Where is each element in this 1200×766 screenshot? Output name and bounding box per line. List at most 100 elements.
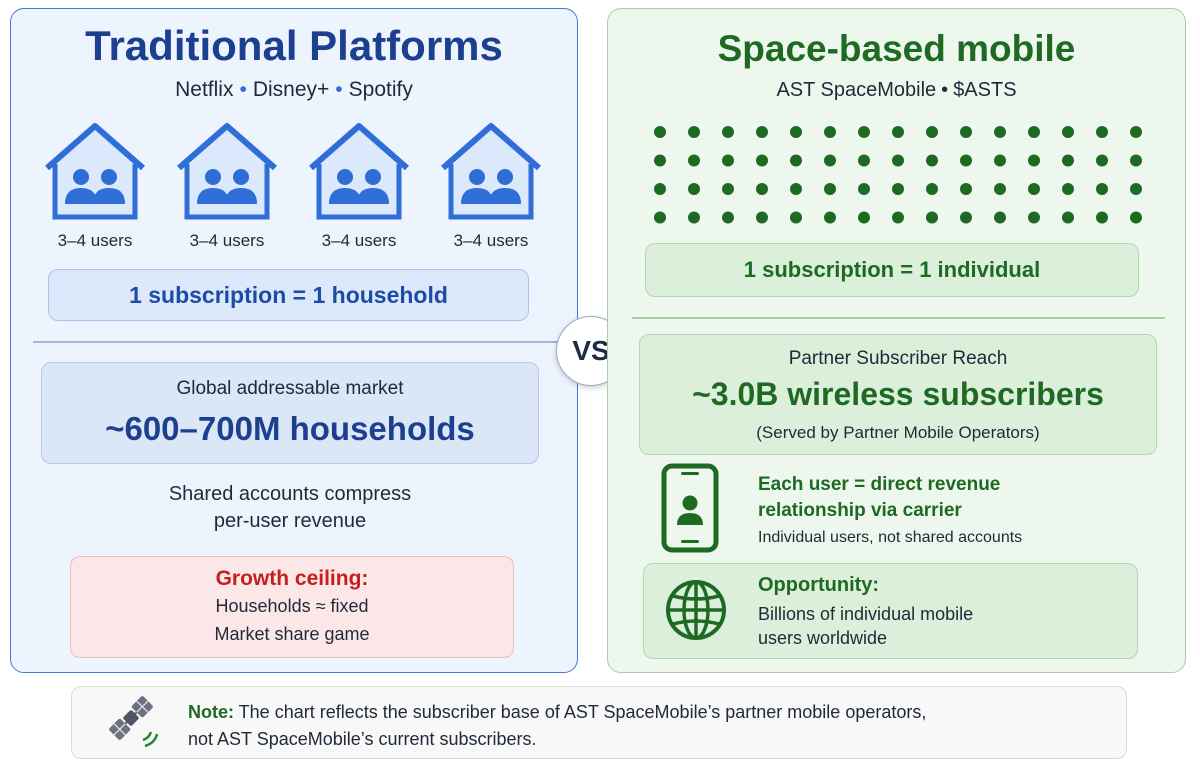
individual-users-text: Individual users, not shared accounts (758, 529, 1023, 546)
user-dot (858, 211, 870, 224)
user-dot (1130, 211, 1142, 224)
shared-accounts-text: Shared accounts compress per-user revenu… (41, 481, 539, 535)
user-dot (790, 211, 802, 224)
note-line-1: The chart reflects the subscriber base o… (234, 702, 927, 722)
user-dot (1096, 211, 1108, 224)
user-dot (824, 154, 836, 167)
user-dot (790, 126, 802, 138)
user-dot (1096, 183, 1108, 195)
house-with-users-icon (43, 118, 147, 222)
user-dot (926, 154, 938, 167)
right-divider (632, 317, 1165, 319)
shared-line-2: per-user revenue (213, 510, 367, 532)
market-value: ~600–700M households (105, 410, 475, 447)
note-label: Note: (188, 702, 234, 722)
user-dot (688, 126, 700, 138)
reach-note: (Served by Partner Mobile Operators) (756, 423, 1040, 442)
user-dot (790, 183, 802, 195)
user-dot (1028, 211, 1040, 224)
user-dot (994, 211, 1006, 224)
user-dot (722, 211, 734, 224)
note-line-2: not AST SpaceMobile’s current subscriber… (188, 729, 537, 749)
user-dot (756, 211, 768, 224)
user-dot (960, 211, 972, 224)
user-line-2: relationship via carrier (758, 500, 962, 521)
platform-disney: Disney+ (252, 78, 330, 101)
house-with-users-icon (439, 118, 543, 222)
reach-box (639, 334, 1157, 455)
user-dot (790, 154, 802, 167)
user-dot (654, 211, 666, 224)
ceiling-line-1: Households ≈ fixed (215, 596, 369, 616)
note-text: Note: The chart reflects the subscriber … (188, 699, 1068, 753)
satellite-icon (109, 696, 159, 748)
user-dot (654, 183, 666, 195)
opportunity-line-1: Billions of individual mobile (758, 604, 974, 624)
user-dot (688, 211, 700, 224)
shared-line-1: Shared accounts compress (168, 483, 412, 505)
platform-netflix: Netflix (175, 78, 234, 101)
space-company: AST SpaceMobile (776, 79, 937, 101)
user-dot (1028, 126, 1040, 138)
user-dot (858, 183, 870, 195)
user-dot (926, 126, 938, 138)
user-dot (1028, 183, 1040, 195)
user-dot (688, 154, 700, 167)
user-dot (994, 126, 1006, 138)
opportunity-line-2: users worldwide (758, 628, 888, 648)
user-dot (994, 154, 1006, 167)
user-dot (892, 183, 904, 195)
user-dot (960, 183, 972, 195)
user-dot (1130, 126, 1142, 138)
smartphone-user-icon (661, 463, 719, 553)
house-with-users-icon (175, 118, 279, 222)
platform-spotify: Spotify (348, 78, 413, 101)
household-subscription-rule: 1 subscription = 1 household (48, 269, 529, 321)
user-dot (926, 183, 938, 195)
user-dot (654, 126, 666, 138)
ceiling-line-2: Market share game (214, 624, 370, 644)
user-dot (688, 183, 700, 195)
user-dot (1028, 154, 1040, 167)
space-ticker: $ASTS (953, 79, 1017, 101)
user-dot (892, 211, 904, 224)
user-dot (1096, 126, 1108, 138)
house-users-label: 3–4 users (453, 231, 529, 250)
user-dot (1062, 211, 1074, 224)
market-box (41, 362, 539, 464)
market-label: Global addressable market (176, 378, 404, 399)
user-dot (1130, 154, 1142, 167)
individual-users-dot-grid (654, 126, 1142, 224)
growth-ceiling-box (70, 556, 514, 658)
individual-subscription-rule: 1 subscription = 1 individual (645, 243, 1139, 297)
user-dot (994, 183, 1006, 195)
user-dot (892, 126, 904, 138)
user-dot (722, 126, 734, 138)
growth-ceiling-title: Growth ceiling: (215, 567, 369, 590)
user-dot (824, 211, 836, 224)
separator-dot-icon: • (941, 79, 949, 101)
note-box (71, 686, 1127, 759)
house-users-label: 3–4 users (321, 231, 397, 250)
user-dot (1096, 154, 1108, 167)
reach-label: Partner Subscriber Reach (788, 348, 1008, 369)
user-dot (858, 126, 870, 138)
user-dot (960, 126, 972, 138)
house-with-users-icon (307, 118, 411, 222)
opportunity-text: Billions of individual mobile users worl… (758, 602, 1078, 650)
user-dot (722, 183, 734, 195)
separator-dot-icon: • (335, 78, 343, 101)
user-dot (960, 154, 972, 167)
user-dot (756, 154, 768, 167)
user-dot (1062, 183, 1074, 195)
user-dot (1062, 126, 1074, 138)
user-dot (1062, 154, 1074, 167)
house-users-label: 3–4 users (57, 231, 133, 250)
user-dot (722, 154, 734, 167)
user-dot (756, 126, 768, 138)
user-dot (1130, 183, 1142, 195)
user-dot (858, 154, 870, 167)
user-dot (756, 183, 768, 195)
user-dot (892, 154, 904, 167)
globe-icon (666, 580, 726, 640)
